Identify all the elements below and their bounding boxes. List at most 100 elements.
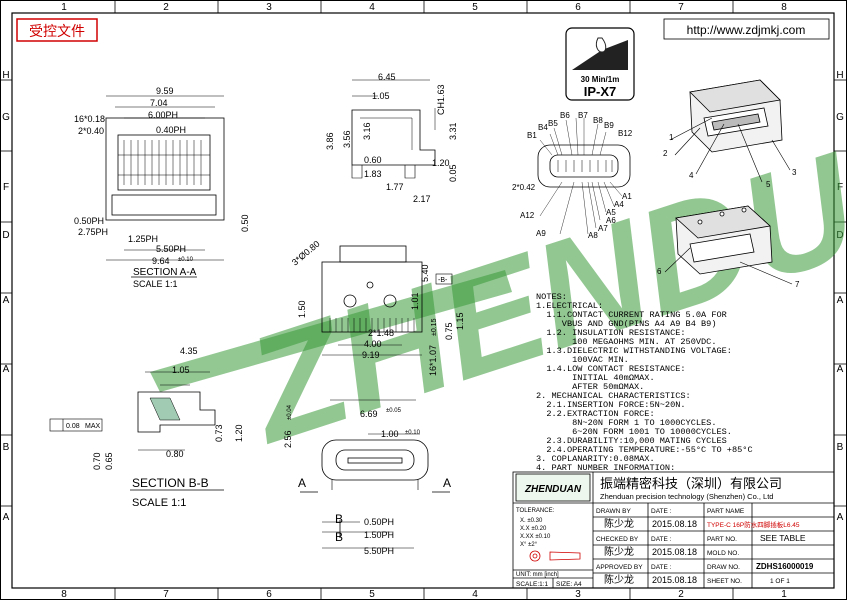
section-cut-markers: A A B B (298, 476, 451, 544)
cut-label: A (298, 476, 306, 490)
dim-label: 0.70 (92, 452, 102, 470)
row-label: D (836, 230, 843, 241)
approved-by-label: APPROVED BY (596, 564, 643, 571)
note-line: 6~20N FORM 1001 TO 10000CYCLES. (536, 427, 732, 437)
drawn-by-name: 陈少龙 (604, 517, 634, 530)
row-label: A (3, 364, 10, 375)
col-label: 3 (266, 2, 272, 13)
dim-label: 0.05 (448, 164, 458, 182)
note-line: 1.ELECTRICAL: (536, 301, 603, 311)
sheet-no-label: SHEET NO. (707, 578, 742, 585)
dim-label: ±0.05 (386, 408, 402, 414)
dim-label: 1.15 (455, 312, 465, 330)
pin-diagram (537, 117, 631, 235)
drawn-by-label: DRAWN BY (596, 508, 631, 515)
row-label: H (836, 70, 843, 81)
dim-label: 0.65 (104, 452, 114, 470)
ip-rating: IP-X7 (584, 84, 617, 99)
drawn-date: 2015.08.18 (652, 519, 697, 529)
side-view (351, 79, 436, 179)
col-label: 1 (781, 589, 787, 600)
note-line: 2.3.DURABILITY:10,000 MATING CYCLES (536, 436, 727, 446)
row-label: A (837, 512, 844, 523)
dim-label: 4.00 (364, 339, 382, 349)
callout-label: 1 (669, 133, 674, 142)
pin-label: B12 (618, 129, 633, 138)
col-label: 2 (678, 589, 684, 600)
row-label: G (2, 112, 10, 123)
col-label: 4 (472, 589, 478, 600)
col-label: 5 (472, 2, 478, 13)
top-view (321, 245, 453, 356)
dim-label: 1.50PH (364, 530, 394, 540)
dim-label: 3*Ø0.80 (290, 239, 322, 268)
dim-label: ±0.15 (431, 318, 438, 336)
note-line: 1.4.LOW CONTACT RESISTANCE: (536, 364, 686, 374)
part-name: TYPE-C 16P防水四脚插板L6.45 (707, 520, 800, 529)
draw-no-label: DRAW NO. (707, 564, 740, 571)
unit-label: UNIT: mm [inch] (516, 572, 559, 578)
row-label: B (3, 442, 10, 453)
dim-label: 1.25PH (128, 234, 158, 244)
dim-label: 0.50PH (74, 216, 104, 226)
pin-label: A8 (588, 231, 598, 240)
part-no-label: PART NO. (707, 536, 737, 543)
checked-by-name: 陈少龙 (604, 545, 634, 558)
dim-label: 2.75PH (78, 227, 108, 237)
sheet-no: 1 OF 1 (770, 578, 790, 585)
control-stamp: 受控文件 (29, 23, 85, 39)
callout-label: 2 (663, 149, 668, 158)
dim-label: 0.50PH (364, 517, 394, 527)
pin-label: A4 (614, 200, 624, 209)
dim-label: 9.59 (156, 86, 174, 96)
dim-label: 3.16 (362, 122, 372, 140)
dim-label: 2*0.40 (78, 126, 104, 136)
section-b-view (137, 371, 216, 451)
control-stamp-box (16, 18, 98, 42)
scale-label: SCALE:1:1 (516, 581, 549, 588)
section-b-dims: 4.35 1.05 0.80 0.70 0.65 0.73 1.20 (92, 346, 244, 470)
website-box (663, 18, 830, 40)
col-label: 7 (163, 589, 169, 600)
callout-label: 6 (657, 267, 662, 276)
dim-label: 6.00PH (148, 110, 178, 120)
company-name-cn: 振端精密科技（深圳）有限公司 (600, 476, 782, 491)
date-label: DATE : (651, 508, 672, 515)
ip-rating-badge: 30 Min/1m IP-X7 (565, 27, 635, 101)
flatness-max: MAX (85, 423, 101, 430)
dim-label: 1.05 (372, 91, 390, 101)
cut-label: B (335, 530, 343, 544)
dim-label: 5.50PH (364, 546, 394, 556)
company-logo: ZHENDUAN (524, 484, 582, 495)
dim-label: 0.75 (444, 322, 454, 340)
row-label: A (837, 295, 844, 306)
row-label: A (837, 364, 844, 375)
ip-depth: 30 Min/1m (581, 75, 620, 84)
pin-label: B5 (548, 119, 558, 128)
tolerance-table: TOLERANCE: X. ±0.30 X.X ±0.20 X.XX ±0.10… (516, 508, 555, 548)
dim-label: 1.77 (386, 182, 404, 192)
row-label: F (837, 182, 843, 193)
pin-pitch: 2*0.42 (512, 183, 536, 192)
dim-label: 1.20 (234, 424, 244, 442)
callout-label: 5 (766, 180, 771, 189)
approval-rows: DRAWN BY 陈少龙 CHECKED BY 陈少龙 APPROVED BY … (596, 508, 814, 586)
dim-label: 1.00 (381, 429, 399, 439)
iso-view-bottom (675, 205, 773, 275)
dim-label: 1.83 (364, 169, 382, 179)
pin-label: A6 (606, 216, 616, 225)
col-label: 5 (369, 589, 375, 600)
dim-label: 0.40PH (156, 125, 186, 135)
col-label: 4 (369, 2, 375, 13)
section-b-scale: SCALE 1:1 (132, 497, 186, 509)
dim-label: 1.20 (432, 158, 450, 168)
dim-label: 2*1.48 (368, 328, 394, 338)
pin-label: B7 (578, 111, 588, 120)
section-a-title: SECTION A-A (133, 267, 197, 278)
dim-label: 1.05 (172, 365, 190, 375)
pin-label: B4 (538, 123, 548, 132)
dim-label: 6.45 (378, 72, 396, 82)
dim-label: ±0.04 (287, 404, 293, 420)
